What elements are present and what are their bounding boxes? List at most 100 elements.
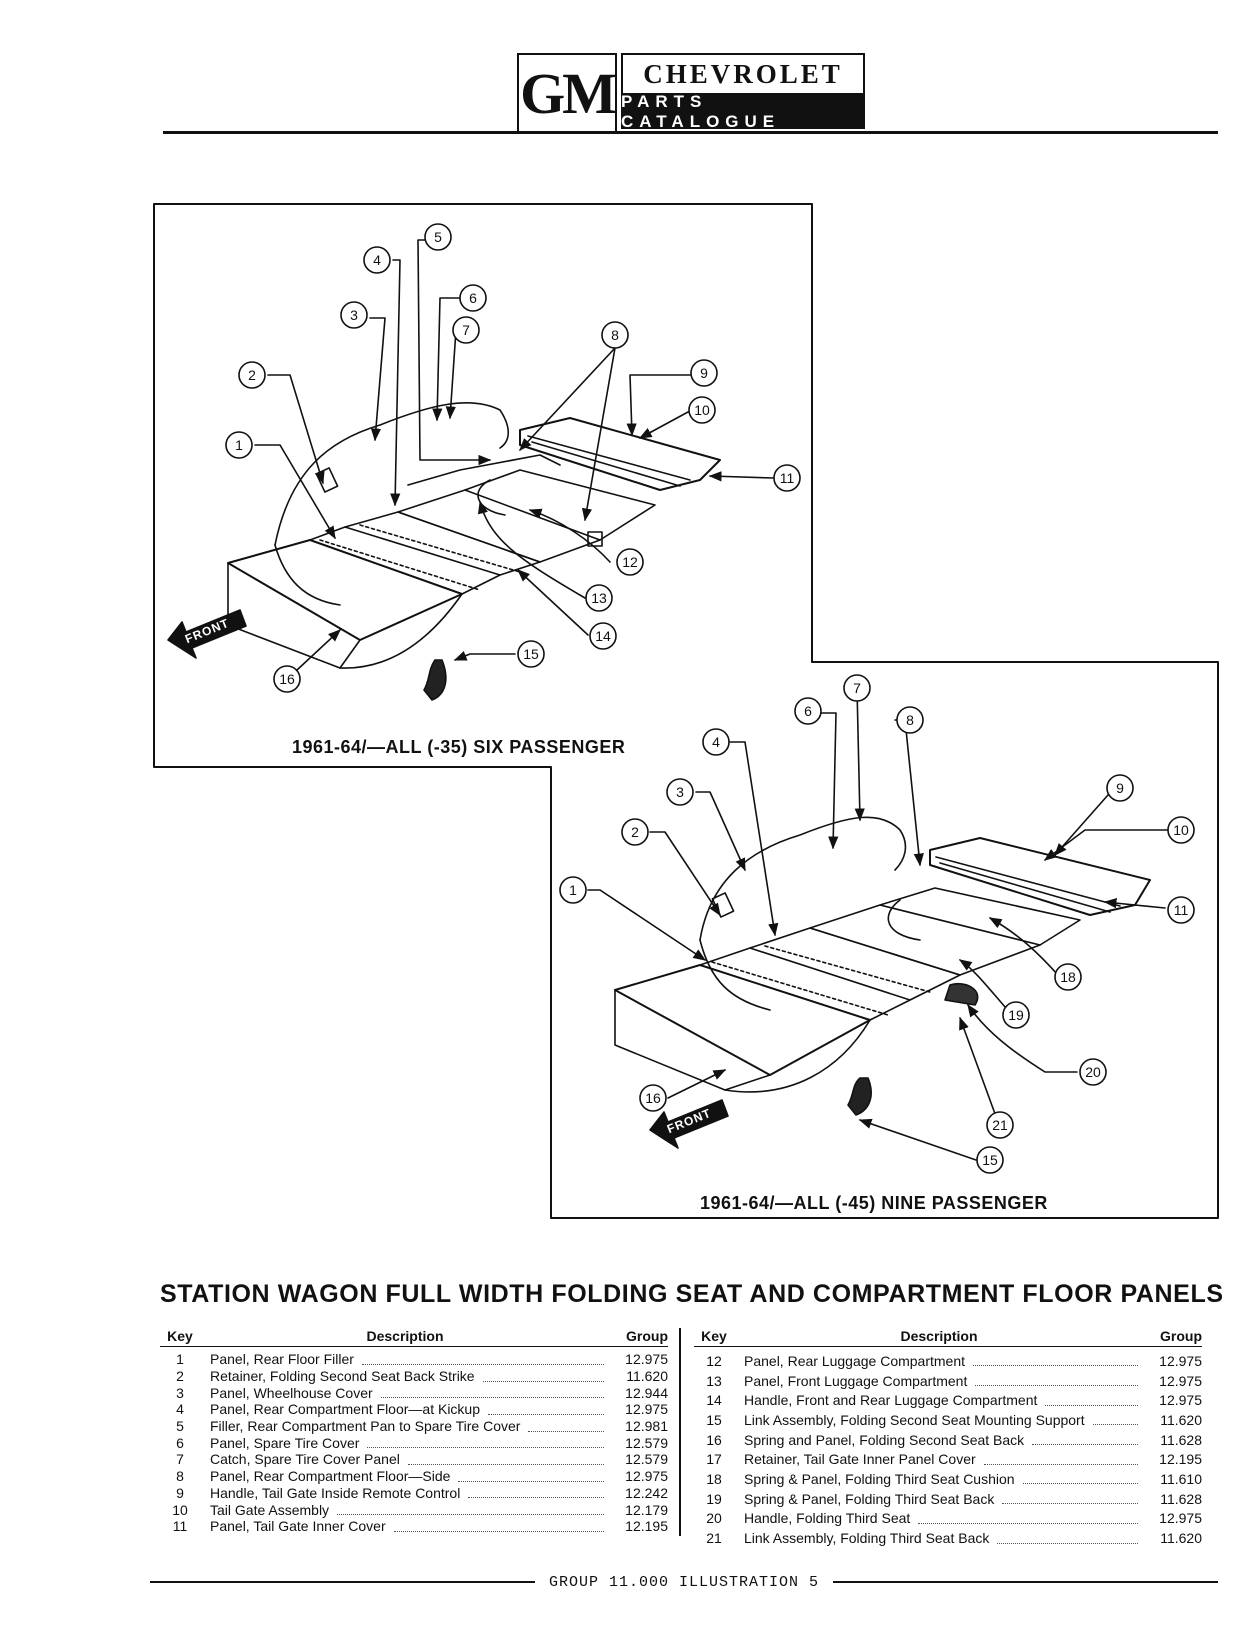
callout-8: 8 <box>906 712 914 728</box>
page-title: STATION WAGON FULL WIDTH FOLDING SEAT AN… <box>160 1280 1224 1308</box>
table-row: 13 Panel, Front Luggage Compartment 12.975 <box>694 1371 1202 1391</box>
part-group: 12.975 <box>625 1401 668 1418</box>
dot-leader <box>1092 1414 1138 1426</box>
table-row: 18 Spring & Panel, Folding Third Seat Cus… <box>694 1469 1202 1489</box>
dot-leader <box>488 1404 604 1415</box>
part-description-cell: Handle, Folding Third Seat <box>734 1510 1144 1526</box>
nine-passenger-callouts: 1 2 3 4 6 7 8 9 10 11 18 19 20 21 15 16 <box>559 674 1195 1174</box>
part-group: 12.579 <box>625 1434 668 1451</box>
part-key: 21 <box>706 1530 722 1547</box>
dot-leader <box>458 1471 604 1482</box>
part-description-cell: Spring and Panel, Folding Second Seat Ba… <box>734 1432 1144 1448</box>
callout-18: 18 <box>1060 969 1076 985</box>
part-description: Panel, Rear Floor Filler <box>210 1351 354 1368</box>
part-key: 17 <box>706 1451 722 1468</box>
table-row: 12 Panel, Rear Luggage Compartment 12.975 <box>694 1351 1202 1371</box>
dot-leader <box>482 1371 604 1382</box>
catalogue-label: PARTS CATALOGUE <box>621 92 865 131</box>
table-row: 10 Tail Gate Assembly 12.179 <box>160 1501 668 1518</box>
part-description-cell: Handle, Tail Gate Inside Remote Control <box>200 1485 610 1501</box>
part-key: 11 <box>172 1518 188 1535</box>
dot-leader <box>1002 1493 1138 1505</box>
part-group: 12.179 <box>625 1501 668 1518</box>
part-description-cell: Catch, Spare Tire Cover Panel <box>200 1451 610 1467</box>
part-group: 11.628 <box>1160 1490 1202 1507</box>
part-description: Handle, Tail Gate Inside Remote Control <box>210 1484 461 1501</box>
part-description: Handle, Folding Third Seat <box>744 1510 911 1527</box>
table-header: Key Description Group <box>694 1328 1202 1347</box>
nine-passenger-drawing <box>614 816 1151 1149</box>
table-header: Key Description Group <box>160 1328 668 1347</box>
callout-13: 13 <box>591 590 607 606</box>
callout-1: 1 <box>235 437 243 453</box>
part-description: Tail Gate Assembly <box>210 1501 330 1518</box>
part-description-cell: Panel, Rear Luggage Compartment <box>734 1353 1144 1369</box>
dot-leader <box>528 1421 604 1432</box>
dot-leader <box>997 1533 1138 1544</box>
part-description-cell: Retainer, Folding Second Seat Back Strik… <box>200 1368 610 1384</box>
key-header: Key <box>167 1328 193 1344</box>
part-description: Catch, Spare Tire Cover Panel <box>210 1451 400 1468</box>
part-description-cell: Panel, Wheelhouse Cover <box>200 1385 610 1401</box>
dot-leader <box>367 1437 604 1449</box>
description-header: Description <box>900 1328 978 1344</box>
six-passenger-drawing <box>167 401 721 701</box>
part-group: 11.620 <box>1160 1411 1202 1428</box>
callout-20: 20 <box>1085 1064 1101 1080</box>
part-group: 12.975 <box>1159 1372 1202 1389</box>
part-group: 12.975 <box>1159 1352 1202 1369</box>
part-description-cell: Panel, Front Luggage Compartment <box>734 1373 1144 1389</box>
part-key: 18 <box>706 1470 722 1487</box>
callout-10: 10 <box>1173 822 1189 838</box>
part-key: 13 <box>706 1372 722 1389</box>
part-key: 15 <box>706 1411 722 1428</box>
callout-16: 16 <box>645 1090 661 1106</box>
key-header: Key <box>701 1328 727 1344</box>
callout-2: 2 <box>631 824 639 840</box>
callout-3: 3 <box>350 307 358 323</box>
callout-6: 6 <box>804 703 812 719</box>
part-key: 10 <box>172 1501 188 1518</box>
part-description: Retainer, Tail Gate Inner Panel Cover <box>744 1451 976 1468</box>
header-rule <box>163 131 1218 134</box>
part-key: 3 <box>176 1384 184 1401</box>
dot-leader <box>337 1504 604 1516</box>
part-key: 12 <box>706 1352 722 1369</box>
part-description-cell: Panel, Spare Tire Cover <box>200 1435 610 1451</box>
part-group: 12.195 <box>1159 1451 1202 1468</box>
part-description: Panel, Tail Gate Inner Cover <box>210 1518 386 1535</box>
callout-14: 14 <box>595 628 611 644</box>
part-group: 11.628 <box>1160 1431 1202 1448</box>
dot-leader <box>380 1387 604 1399</box>
part-description-cell: Spring & Panel, Folding Third Seat Cushi… <box>734 1471 1144 1487</box>
part-group: 12.981 <box>625 1418 668 1435</box>
callout-8: 8 <box>611 327 619 343</box>
part-description-cell: Panel, Tail Gate Inner Cover <box>200 1518 610 1534</box>
part-group: 12.975 <box>625 1351 668 1368</box>
callout-1: 1 <box>569 882 577 898</box>
dot-leader <box>468 1487 604 1499</box>
dot-leader <box>973 1355 1138 1367</box>
gm-chevrolet-logo: GM CHEVROLET PARTS CATALOGUE <box>517 53 865 133</box>
footer: GROUP 11.000 ILLUSTRATION 5 <box>150 1572 1219 1592</box>
part-key: 4 <box>176 1401 184 1418</box>
dot-leader <box>1032 1434 1138 1446</box>
callout-7: 7 <box>462 322 470 338</box>
part-description: Panel, Rear Luggage Compartment <box>744 1352 966 1369</box>
callout-7: 7 <box>853 680 861 696</box>
gm-logo-mark: GM <box>517 53 617 133</box>
part-key: 5 <box>176 1418 184 1435</box>
group-header: Group <box>626 1328 668 1344</box>
dot-leader <box>983 1454 1138 1465</box>
part-description-cell: Panel, Rear Floor Filler <box>200 1351 610 1367</box>
dot-leader <box>1022 1473 1138 1485</box>
